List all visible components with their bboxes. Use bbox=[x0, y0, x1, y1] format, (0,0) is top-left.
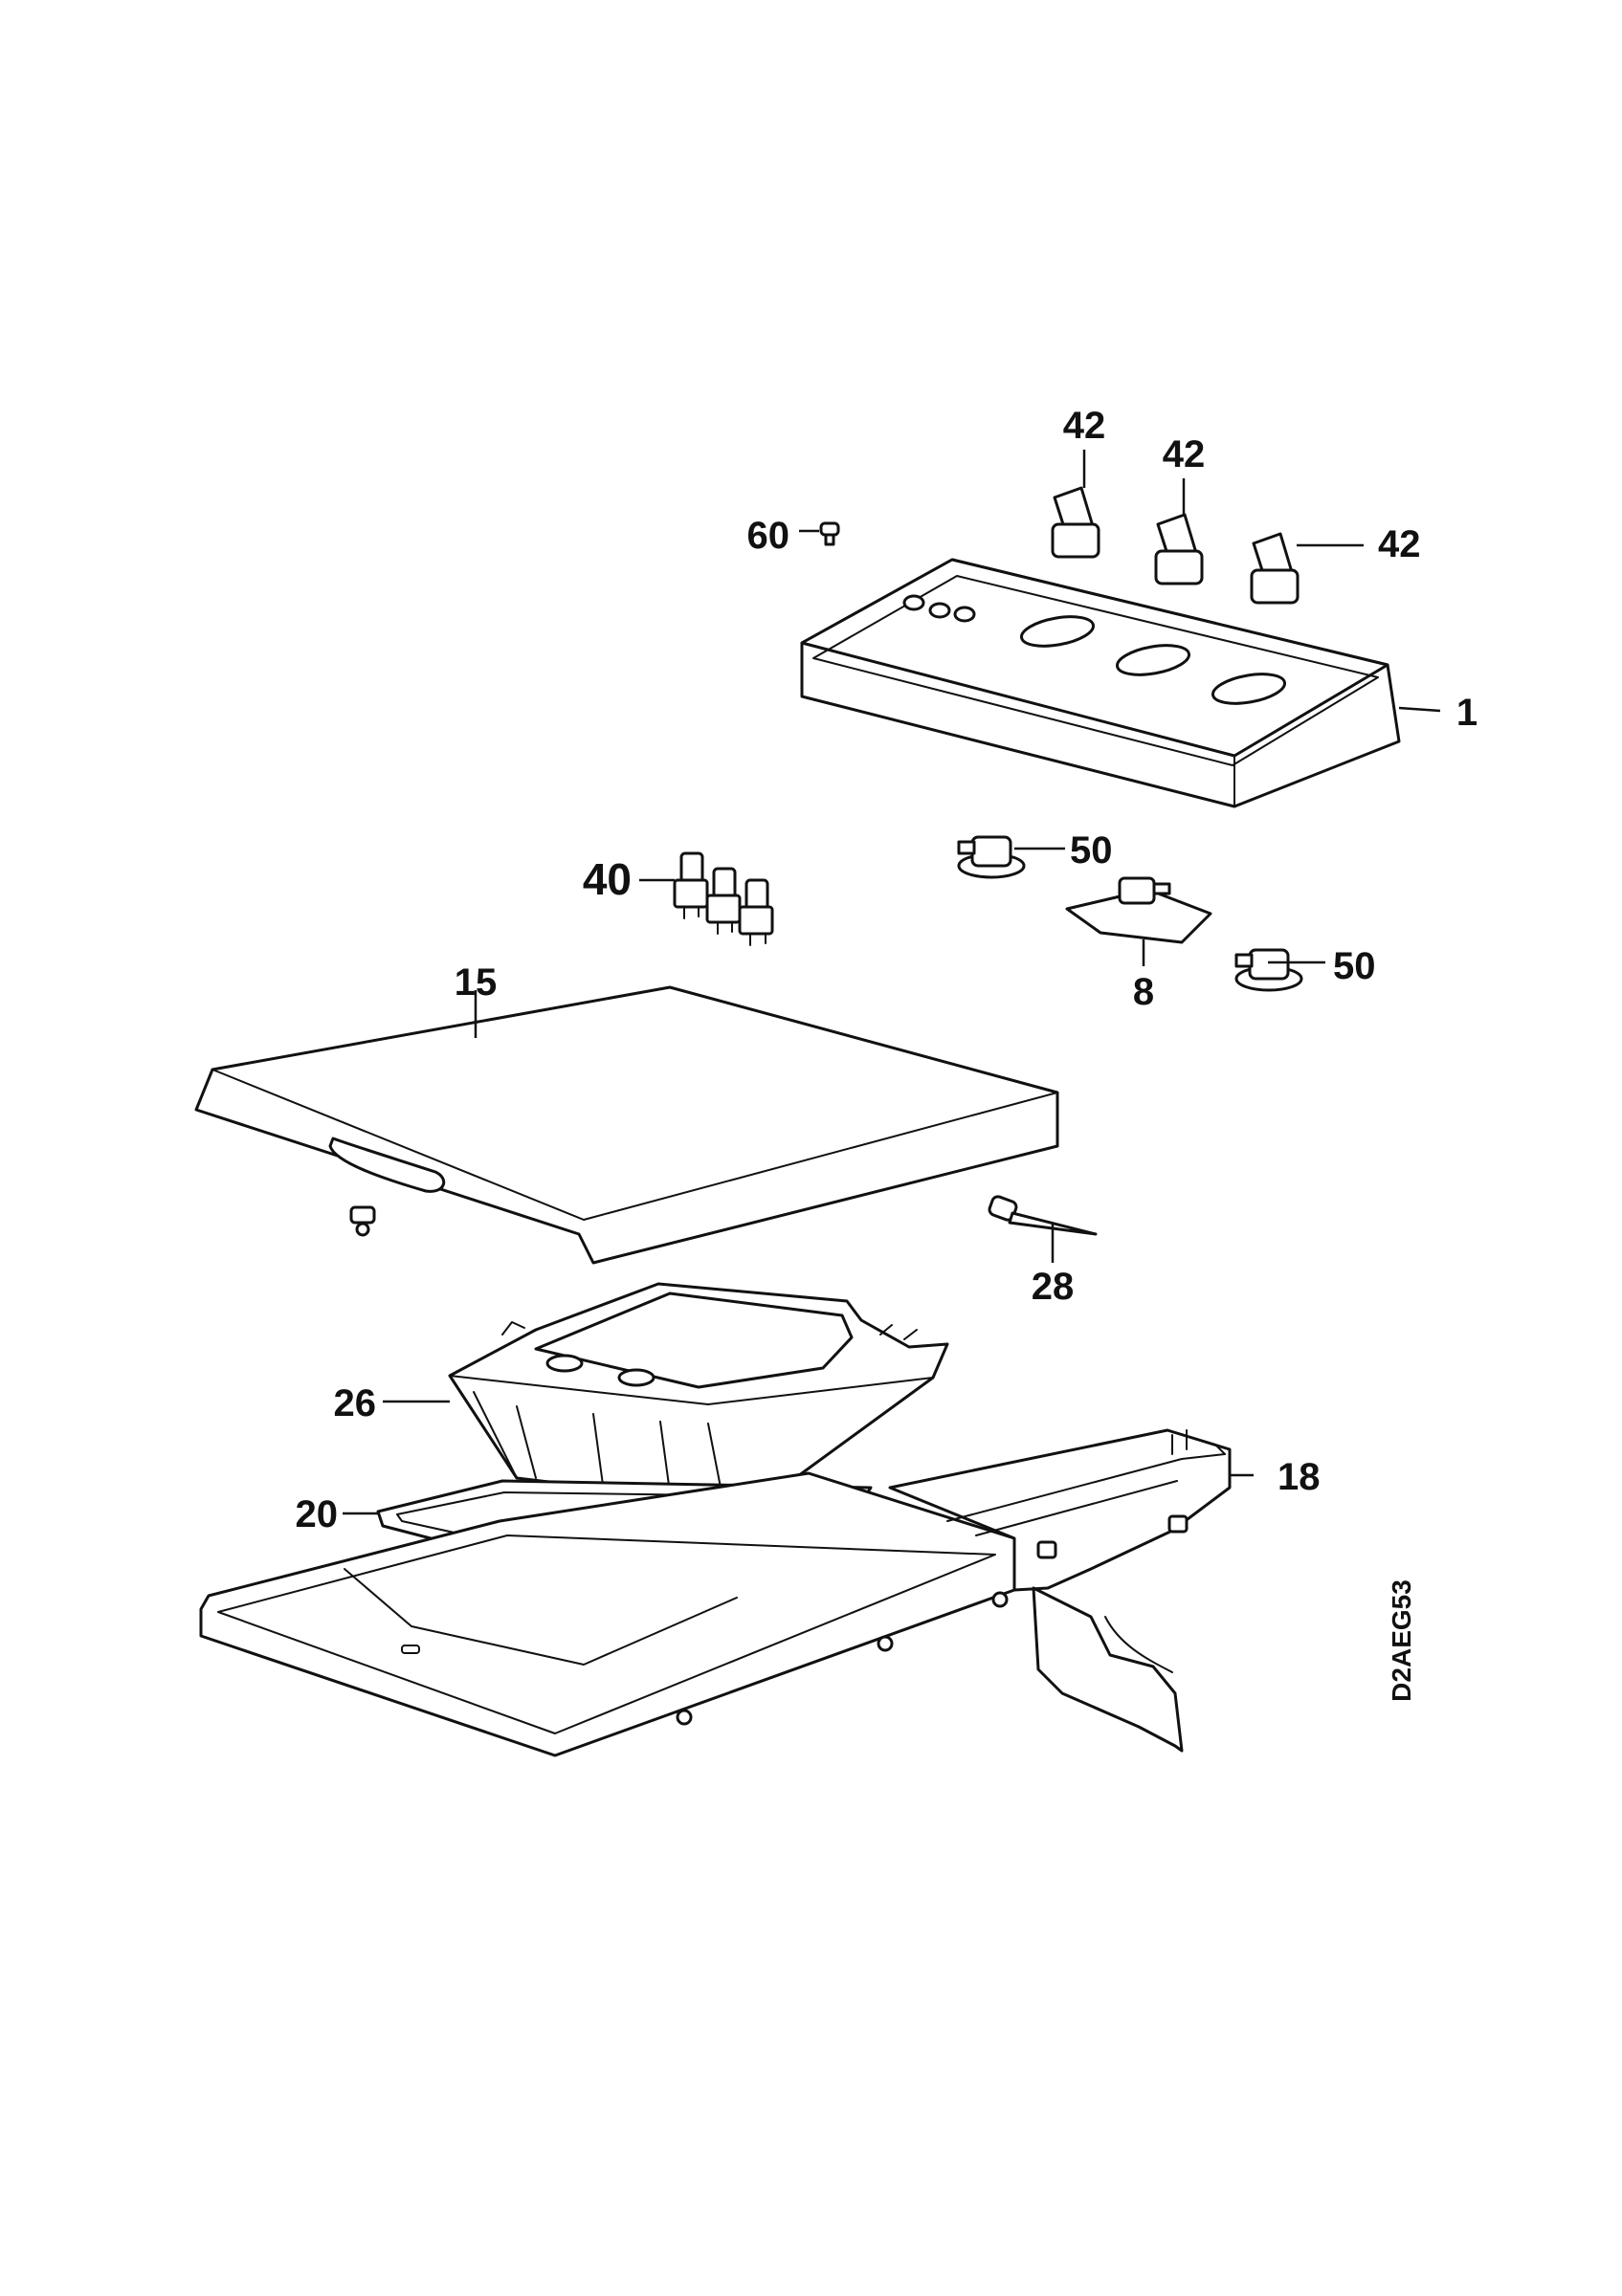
callout-20: 20 bbox=[296, 1493, 339, 1535]
control-panel-part bbox=[800, 558, 1401, 808]
leader-lines bbox=[343, 450, 1441, 1515]
callout-42-c: 42 bbox=[1378, 523, 1421, 565]
callout-42-a: 42 bbox=[1063, 405, 1106, 447]
callout-18: 18 bbox=[1278, 1456, 1321, 1498]
knob-part bbox=[1154, 513, 1204, 585]
dispenser-part bbox=[448, 1282, 949, 1509]
callout-50-a: 50 bbox=[1070, 829, 1113, 872]
plate-part bbox=[1065, 876, 1212, 944]
base-frame-part bbox=[199, 1428, 1232, 1757]
valve-part bbox=[957, 835, 1026, 879]
callout-42-b: 42 bbox=[1163, 433, 1206, 475]
callout-1: 1 bbox=[1456, 692, 1478, 734]
callout-40: 40 bbox=[583, 854, 632, 904]
lid-part bbox=[194, 985, 1059, 1265]
callout-50-b: 50 bbox=[1333, 945, 1376, 987]
callout-60: 60 bbox=[747, 515, 790, 557]
callout-26: 26 bbox=[334, 1382, 377, 1424]
switch-buttons-part bbox=[673, 851, 774, 946]
callout-8: 8 bbox=[1133, 971, 1154, 1013]
knob-part bbox=[1250, 532, 1300, 605]
callout-15: 15 bbox=[455, 961, 498, 1004]
diagram-code: D2AEG53 bbox=[1387, 1579, 1416, 1702]
valve-part bbox=[1234, 948, 1303, 992]
screw-part bbox=[819, 521, 840, 546]
pin-part bbox=[988, 1195, 1098, 1236]
callout-28: 28 bbox=[1032, 1266, 1075, 1308]
knob-part bbox=[1051, 486, 1100, 559]
